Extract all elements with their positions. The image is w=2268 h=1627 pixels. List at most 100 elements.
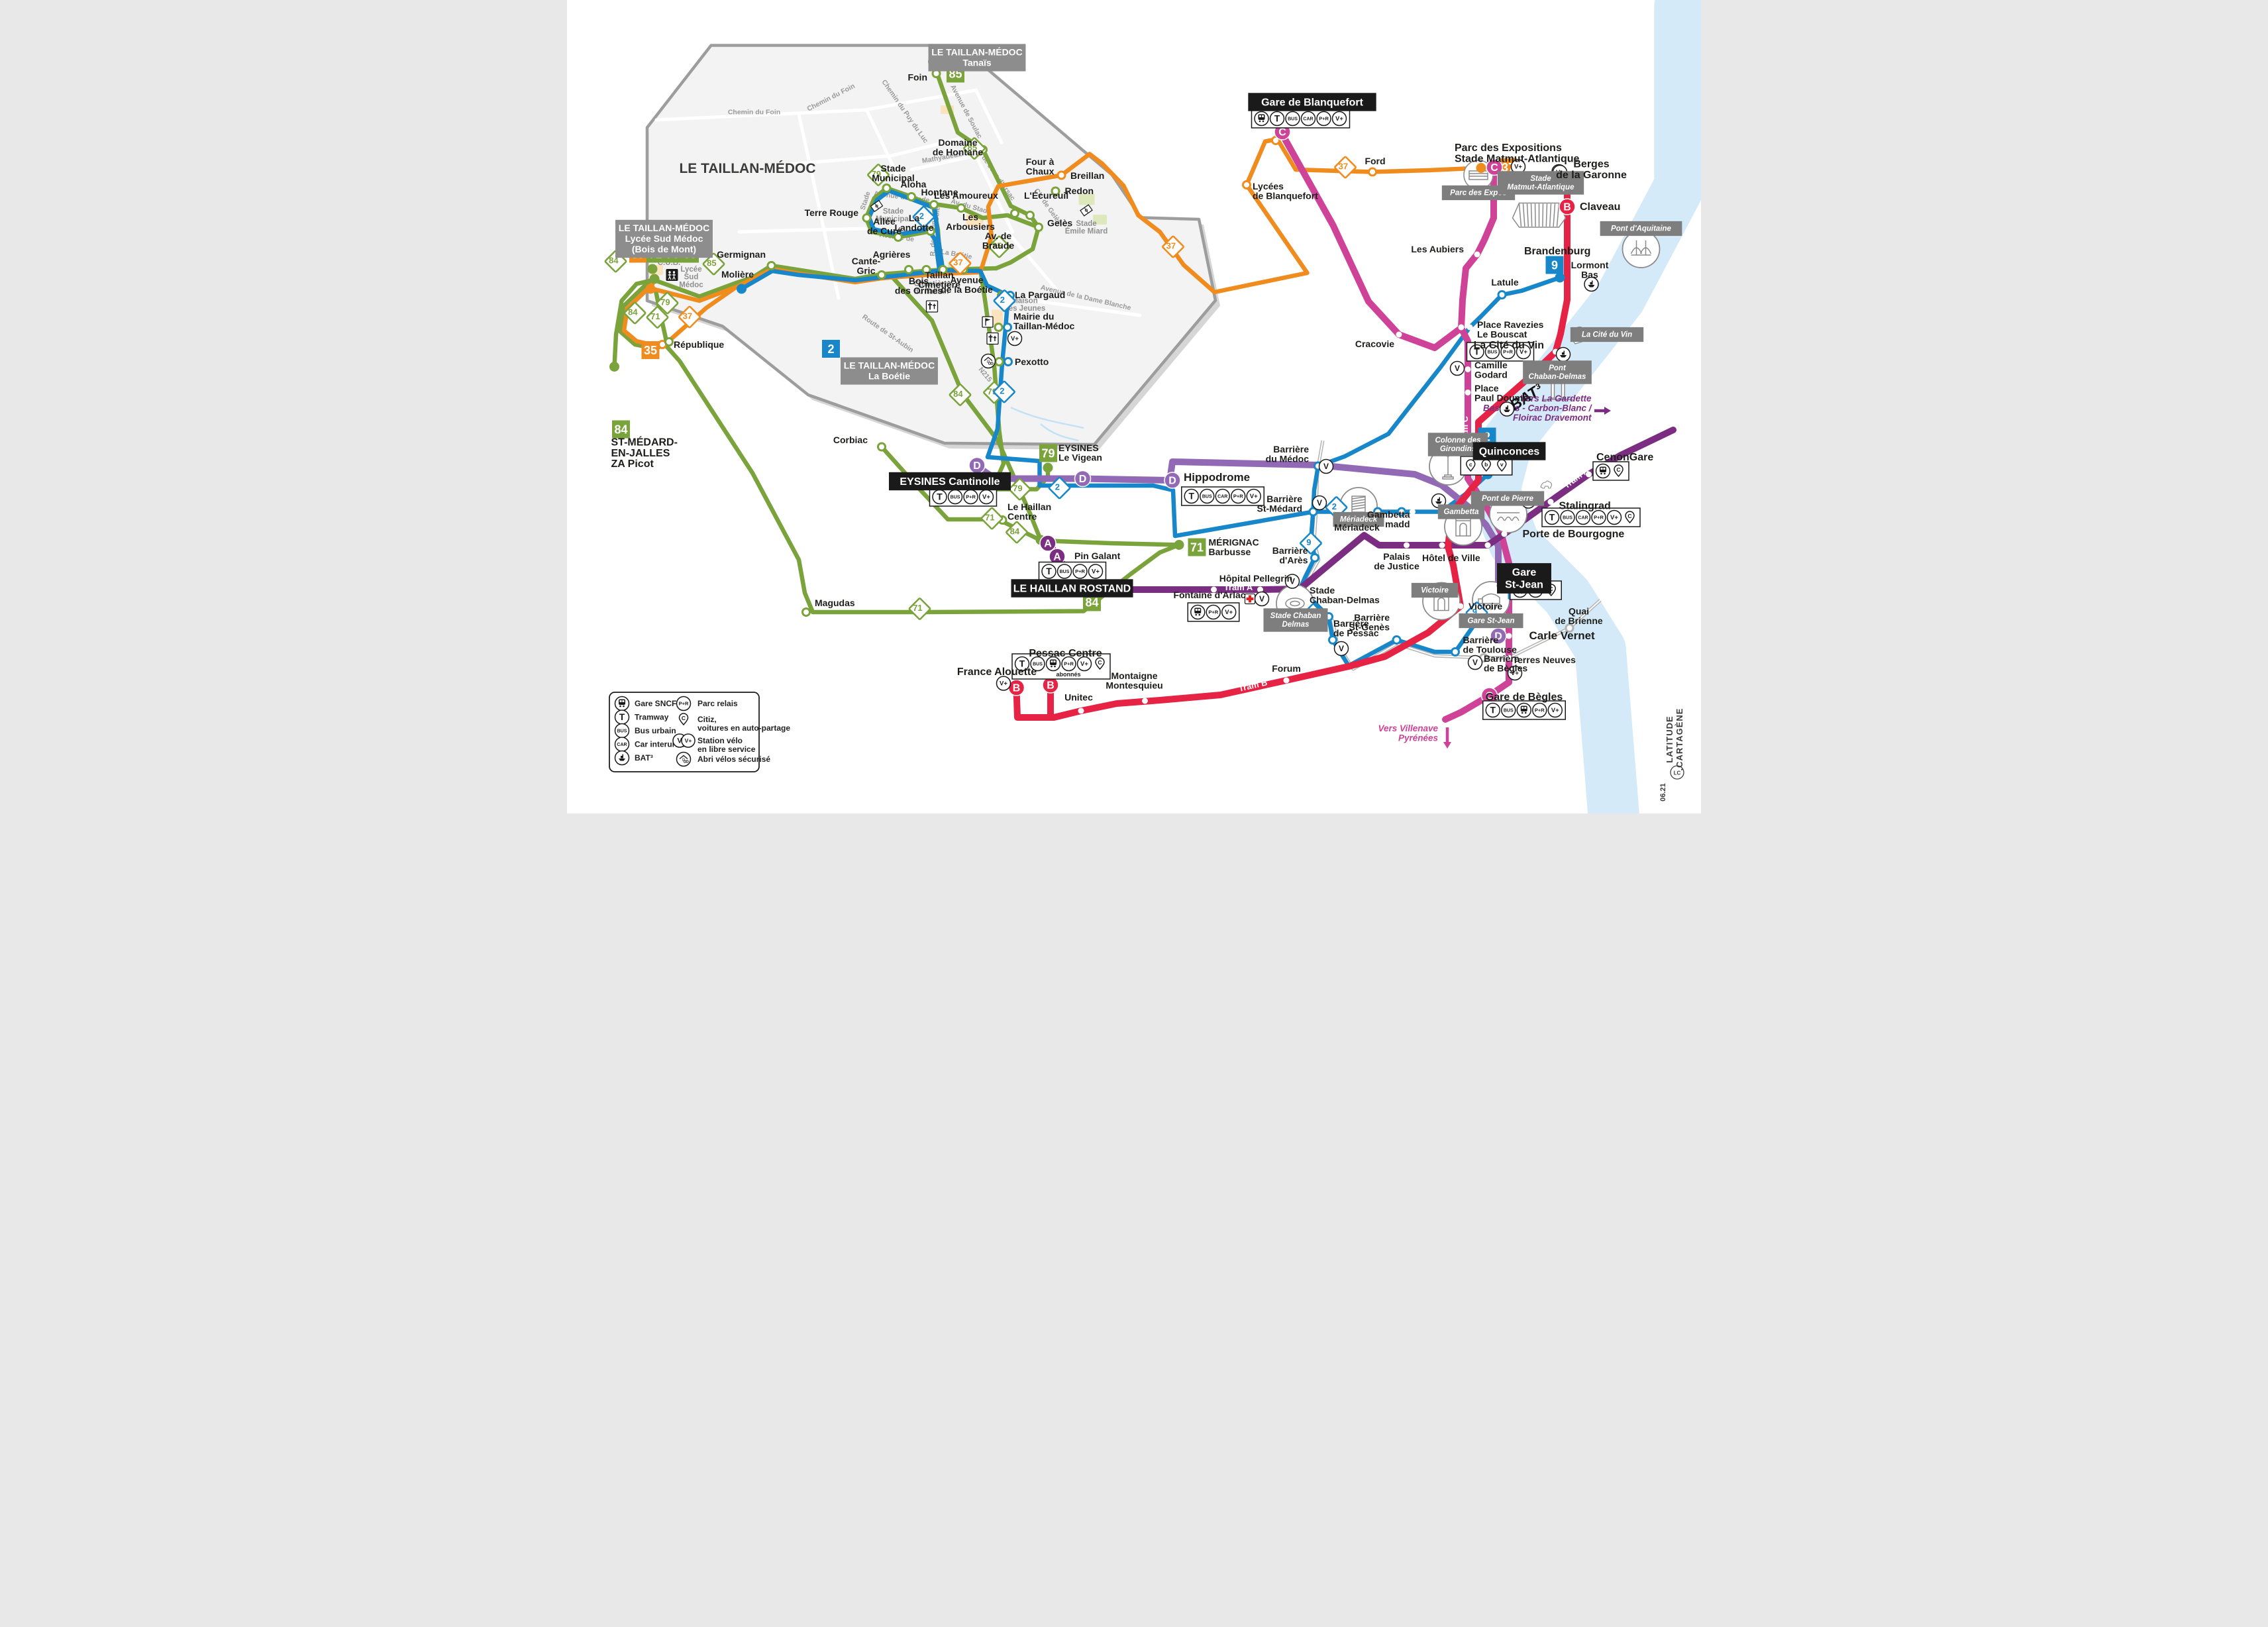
diamond-number: 37: [1339, 162, 1348, 172]
stop-label-hontane: Hontane: [921, 187, 958, 197]
line-letter-D: D: [968, 456, 986, 474]
bus-stop: [1057, 170, 1066, 180]
BUS-icon: BUS: [614, 723, 630, 739]
box-text: Parc des Expos: [1450, 189, 1507, 197]
BUS-icon: BUS: [1560, 509, 1575, 525]
bus-stop: [1328, 635, 1337, 645]
BUS-glyph: BUS: [951, 496, 960, 500]
train-icon: [1254, 111, 1269, 127]
minor-road: [770, 137, 960, 168]
V-plus-icon: V+: [1221, 604, 1237, 620]
stop-label-gel-s: Gelès: [1047, 218, 1072, 229]
BUS-glyph: BUS: [617, 729, 627, 734]
Vp-glyph: V+: [1080, 660, 1088, 668]
V-glyph: V: [1259, 594, 1264, 604]
tram-stop: [1506, 655, 1512, 661]
CAR-icon: CAR: [1215, 488, 1230, 504]
V-icon: V: [1318, 458, 1334, 474]
box-text: La Cité du Vin: [1582, 331, 1632, 339]
PR-glyph: P+R: [1075, 568, 1085, 574]
T-icon: T: [1184, 488, 1199, 504]
V-plus-icon: V+: [1516, 344, 1531, 360]
box-text: EYSINES Cantinolle: [900, 476, 1000, 488]
box-text: Gambetta: [1443, 508, 1479, 516]
stop-label-breillan: Breillan: [1070, 170, 1104, 181]
route-diamond-2: 2: [993, 289, 1016, 312]
bus-stop: [1025, 211, 1035, 220]
Vp-glyph: V+: [1250, 493, 1258, 500]
PR-glyph: P+R: [966, 494, 976, 500]
PR-icon: P+R: [1316, 111, 1331, 127]
PR-glyph: P+R: [1535, 708, 1545, 713]
PR-glyph: P+R: [1208, 609, 1218, 615]
bus-stop: [929, 200, 939, 209]
V-plus-icon: V+: [1007, 331, 1023, 346]
T-glyph: T: [619, 711, 625, 722]
minor-road: [1025, 298, 1142, 317]
route-diamond-85: 85: [988, 235, 1011, 258]
watermark-date: 06.21: [1659, 783, 1667, 802]
stream: [1010, 406, 1084, 429]
diamond-number: 2: [1055, 482, 1060, 492]
terminus-box-eysines-cantinolle: EYSINES Cantinolle: [888, 472, 1011, 491]
Vp-glyph: V+: [1335, 115, 1343, 123]
V-plus-icon: V+: [1088, 564, 1104, 579]
BUS-glyph: BUS: [1488, 350, 1498, 355]
CAR-glyph: CAR: [1578, 516, 1588, 521]
stop-label-l-cureuil: L'Écureuil: [1024, 190, 1068, 201]
CAR-icon: CAR: [614, 737, 630, 752]
route-diamond-79: 79: [656, 291, 679, 315]
legend-label-abri-v-los-s-curis: Abri vélos sécurisé: [697, 755, 770, 764]
church-icon: [925, 300, 939, 313]
terminus-dot: [609, 362, 619, 372]
stop-label-forum: Forum: [1272, 663, 1301, 674]
PR-glyph: P+R: [679, 701, 689, 707]
minor-road: [974, 88, 1004, 144]
abri-icon: P: [676, 751, 692, 767]
BUS-glyph: BUS: [1060, 570, 1070, 574]
line-tramD: [974, 458, 1502, 639]
stop-label-terre-rouge: Terre Rouge: [805, 207, 859, 218]
T-glyph: T: [1490, 705, 1496, 715]
bus-stop: [882, 184, 892, 193]
gray-box-parc-des-expos: Parc des Expos: [1441, 185, 1516, 201]
PR-glyph: P+R: [1594, 515, 1604, 521]
diamond-number: 71: [913, 603, 922, 613]
diamond-number: 9: [1306, 537, 1311, 547]
bus-stop: [1397, 507, 1406, 517]
stop-label-cenongare: CenonGare: [1596, 452, 1653, 463]
Vp-glyph: V+: [1000, 680, 1007, 688]
minor-road: [909, 154, 978, 172]
stop-label-gare-de-b-gles: Gare de Bègles: [1486, 692, 1563, 703]
box-text: Pont d'Aquitaine: [1611, 225, 1671, 233]
Cpin-icon: C: [678, 713, 689, 726]
BUS-icon: BUS: [1501, 702, 1516, 718]
Vp-glyph: V+: [1511, 670, 1519, 677]
terminus-dot: [1555, 272, 1565, 283]
diamond-number: 79: [872, 169, 881, 179]
BUS-icon: BUS: [1285, 111, 1300, 127]
route-diamond-37: 37: [1334, 156, 1357, 179]
letter-glyph: C: [1278, 127, 1286, 138]
tram-stop: [1396, 331, 1402, 338]
T-glyph: T: [1549, 512, 1555, 523]
vers-arrowhead: [1604, 407, 1611, 415]
T-icon: T: [1544, 509, 1560, 525]
